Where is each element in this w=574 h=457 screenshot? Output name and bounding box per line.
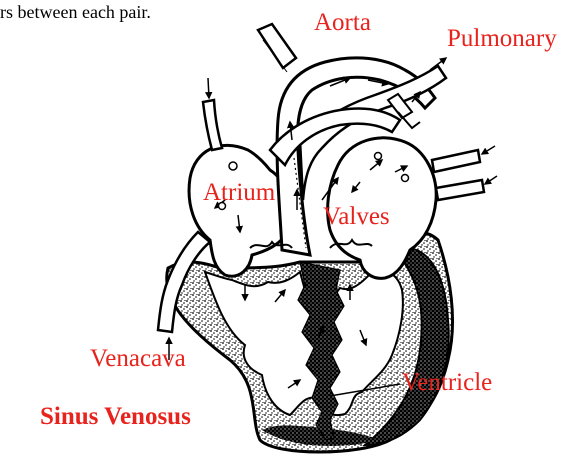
label-venacava: Venacava: [90, 346, 186, 371]
upper-left-vein: [203, 100, 222, 150]
label-ventricle: Ventricle: [402, 370, 492, 395]
right-vein-lower: [436, 180, 484, 200]
right-vein-upper: [432, 150, 480, 172]
caption-fragment: rs between each pair.: [0, 3, 151, 21]
label-aorta: Aorta: [314, 10, 371, 35]
label-valves: Valves: [323, 204, 390, 229]
label-sinus-venosus: Sinus Venosus: [40, 404, 191, 429]
label-atrium: Atrium: [203, 180, 275, 205]
label-pulmonary: Pulmonary: [447, 26, 557, 51]
left-atrium: [189, 145, 291, 276]
top-left-vessel: [258, 24, 296, 68]
